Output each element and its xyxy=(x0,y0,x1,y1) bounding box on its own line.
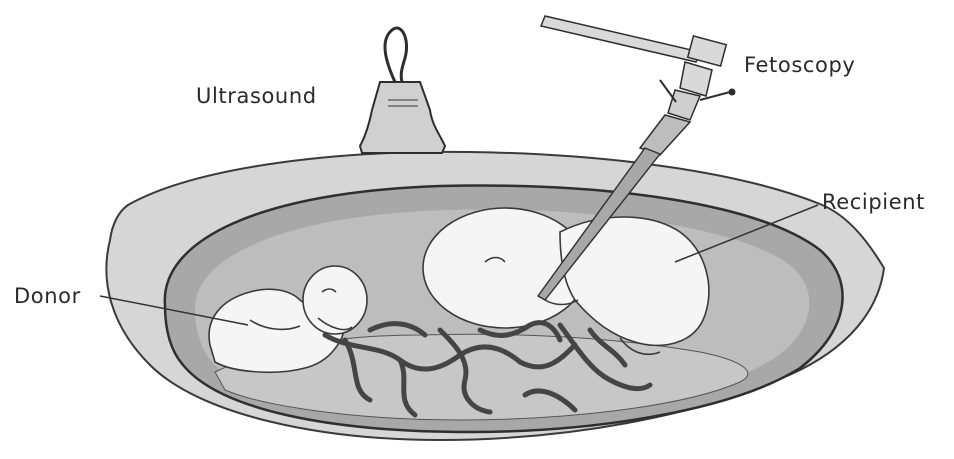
ultrasound-label: Ultrasound xyxy=(196,86,317,107)
fetoscopy-label: Fetoscopy xyxy=(744,55,855,76)
ultrasound-probe xyxy=(360,28,445,153)
donor-label: Donor xyxy=(14,286,81,307)
recipient-label: Recipient xyxy=(822,192,925,213)
